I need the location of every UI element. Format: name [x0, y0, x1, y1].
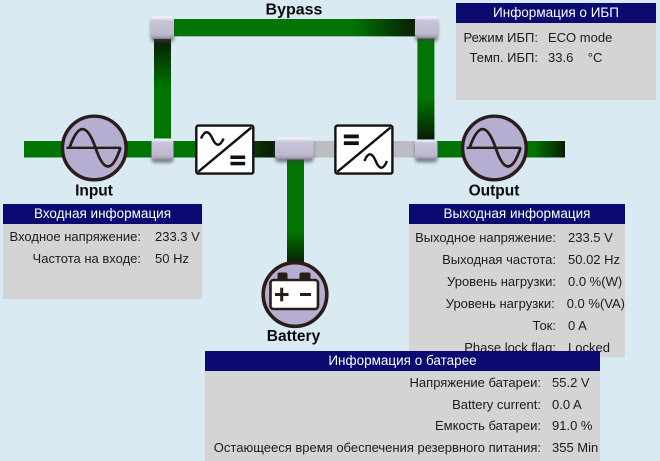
svg-text:Bypass: Bypass	[266, 2, 323, 19]
svg-text:Output: Output	[469, 183, 520, 200]
svg-text:Input: Input	[75, 183, 113, 200]
svg-text:Battery: Battery	[267, 328, 321, 345]
